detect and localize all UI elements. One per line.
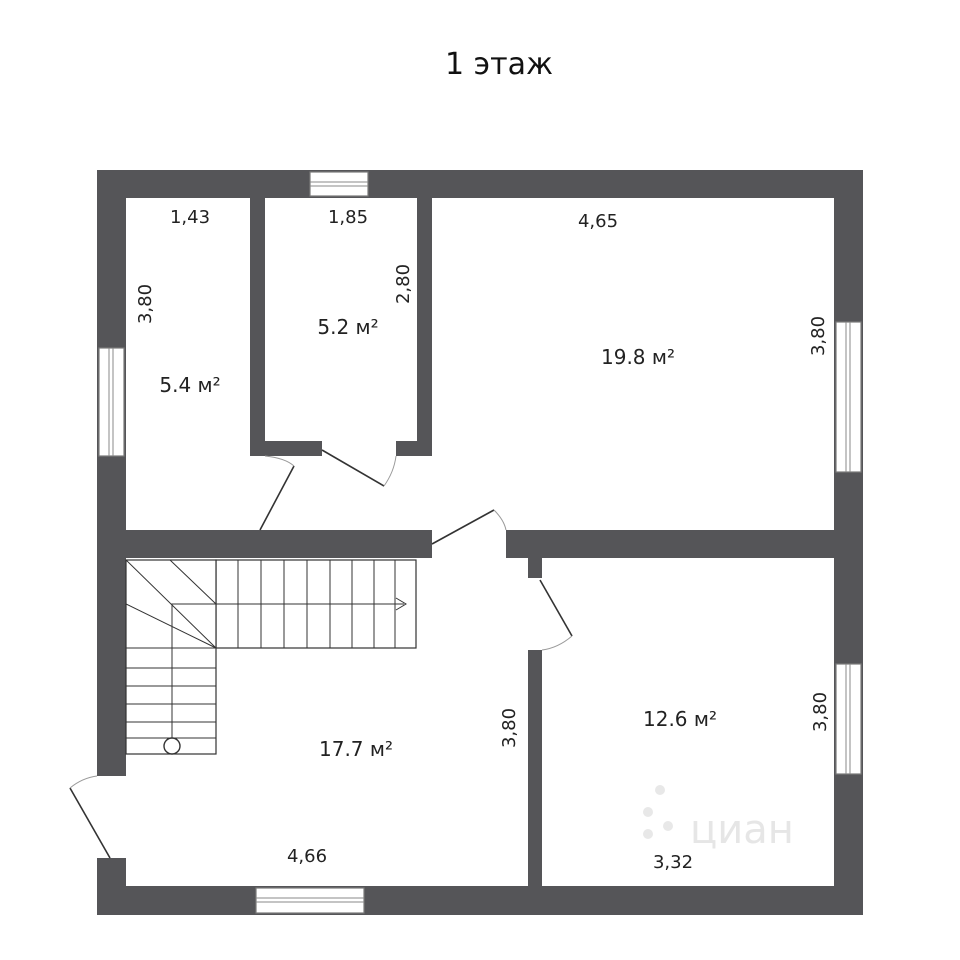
watermark-logo-icon <box>643 785 673 839</box>
door-bottom-right-room <box>539 579 573 651</box>
stair-start-icon <box>163 737 181 755</box>
windows <box>98 171 862 914</box>
dim-small-mid-height: 2,80 <box>393 264 414 304</box>
window-bottom <box>255 887 365 914</box>
outer-walls <box>97 170 863 915</box>
window-right-upper <box>835 321 862 473</box>
dim-hall-height: 3,80 <box>499 708 520 748</box>
interior-walls <box>126 198 834 886</box>
dim-bottom-right-height: 3,80 <box>810 692 831 732</box>
room-areas: 5.4 м² 5.2 м² 19.8 м² 17.7 м² 12.6 м² <box>159 315 717 761</box>
window-left <box>98 347 125 457</box>
dim-bottom-right-width: 3,32 <box>653 852 693 873</box>
dimensions: 1,43 1,85 4,65 3,80 2,80 3,80 3,80 3,80 … <box>135 207 831 873</box>
dim-big-width: 4,65 <box>578 211 618 232</box>
staircase <box>125 559 417 755</box>
door-left-room <box>259 455 295 531</box>
dim-small-mid-width: 1,85 <box>328 207 368 228</box>
area-label-bottom-right: 12.6 м² <box>643 707 717 731</box>
plan-title: 1 этаж <box>445 47 553 82</box>
stair-walk-line <box>171 603 404 738</box>
window-top <box>309 171 369 197</box>
door-entrance <box>69 775 111 859</box>
area-label-hall: 17.7 м² <box>319 737 393 761</box>
stair-arrow-icon <box>395 597 407 611</box>
doors <box>69 449 573 859</box>
area-label-big-top-right: 19.8 м² <box>601 345 675 369</box>
dim-big-height: 3,80 <box>808 316 829 356</box>
door-mid-room <box>321 449 397 487</box>
window-right-lower <box>835 663 862 775</box>
watermark-text: циан <box>690 807 794 853</box>
dim-small-left-height: 3,80 <box>135 284 156 324</box>
dim-small-left-width: 1,43 <box>170 207 210 228</box>
area-label-small-left: 5.4 м² <box>159 373 220 397</box>
area-label-small-mid: 5.2 м² <box>317 315 378 339</box>
dim-hall-width: 4,66 <box>287 846 327 867</box>
door-big-room <box>431 509 507 545</box>
